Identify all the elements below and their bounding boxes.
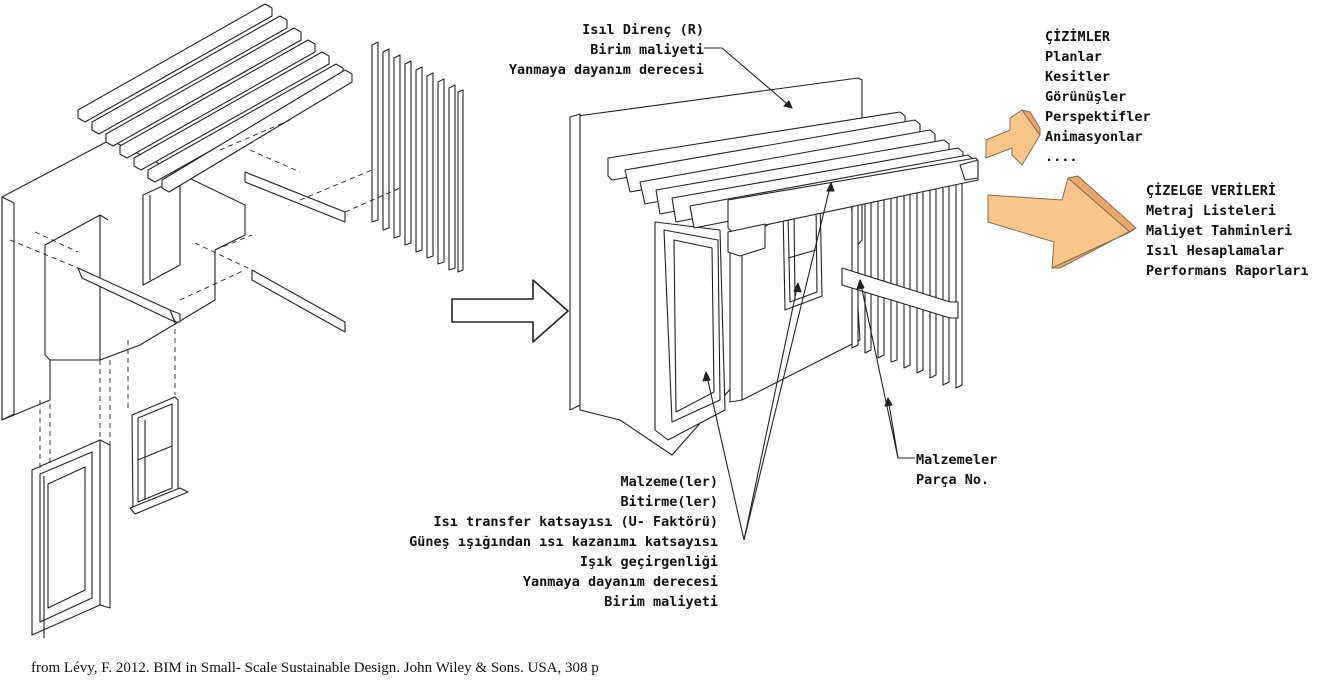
exploded-slats-vertical <box>371 41 464 273</box>
attr-materials: Malzeme(ler) <box>620 474 718 490</box>
exploded-door <box>31 439 111 638</box>
attr-materials: Malzemeler <box>916 452 998 468</box>
drawings-list: ÇİZİMLER Planlar Kesitler Görünüşler Per… <box>1045 27 1151 167</box>
attr-u-factor: Isı transfer katsayısı (U- Faktörü) <box>433 514 718 530</box>
attr-light-transmittance: Işık geçirgenliği <box>579 554 718 570</box>
leader-lines <box>702 47 915 541</box>
schedule-output-arrow <box>987 175 1137 269</box>
source-caption: from Lévy, F. 2012. BIM in Small- Scale … <box>31 660 599 676</box>
schedule-item: Metraj Listeleri <box>1146 203 1277 219</box>
schedule-item: Performans Raporları <box>1146 263 1309 279</box>
drawings-item: .... <box>1045 149 1078 165</box>
drawings-item: Kesitler <box>1045 69 1111 85</box>
drawings-item: Perspektifler <box>1045 109 1151 125</box>
exploded-wall <box>1 139 246 421</box>
attr-unit-cost: Birim maliyeti <box>604 594 718 610</box>
exploded-slats-top <box>77 3 353 193</box>
attr-finishes: Bitirme(ler) <box>620 494 718 510</box>
drawings-item: Planlar <box>1045 49 1102 65</box>
slat-attributes: Malzemeler Parça No. <box>916 450 997 490</box>
process-arrow <box>451 279 569 343</box>
schedule-list: ÇİZELGE VERİLERİ Metraj Listeleri Maliye… <box>1146 181 1309 281</box>
attr-unit-cost: Birim maliyeti <box>590 42 704 58</box>
drawings-title: ÇİZİMLER <box>1045 29 1111 45</box>
drawings-item: Animasyonlar <box>1045 129 1143 145</box>
schedule-item: Maliyet Tahminleri <box>1146 223 1293 239</box>
drawings-output-arrow <box>985 109 1041 166</box>
attr-fire-rating: Yanmaya dayanım derecesi <box>508 62 704 78</box>
window-door-attributes: Malzeme(ler) Bitirme(ler) Isı transfer k… <box>400 472 718 612</box>
attr-thermal-resistance: Isıl Direnç (R) <box>582 22 704 38</box>
schedule-title: ÇİZELGE VERİLERİ <box>1146 183 1277 199</box>
top-attributes: Isıl Direnç (R) Birim maliyeti Yanmaya d… <box>474 20 704 80</box>
schedule-item: Isıl Hesaplamalar <box>1146 243 1285 259</box>
assembled-vertical-slats <box>841 169 963 389</box>
attr-fire-rating: Yanmaya dayanım derecesi <box>522 574 718 590</box>
drawings-item: Görünüşler <box>1045 89 1127 105</box>
exploded-projection-lines <box>9 119 401 468</box>
exploded-window <box>129 396 189 515</box>
attr-solar-heat-gain: Güneş ışığından ısı kazanımı katsayısı <box>409 534 718 550</box>
attr-part-number: Parça No. <box>916 472 990 488</box>
